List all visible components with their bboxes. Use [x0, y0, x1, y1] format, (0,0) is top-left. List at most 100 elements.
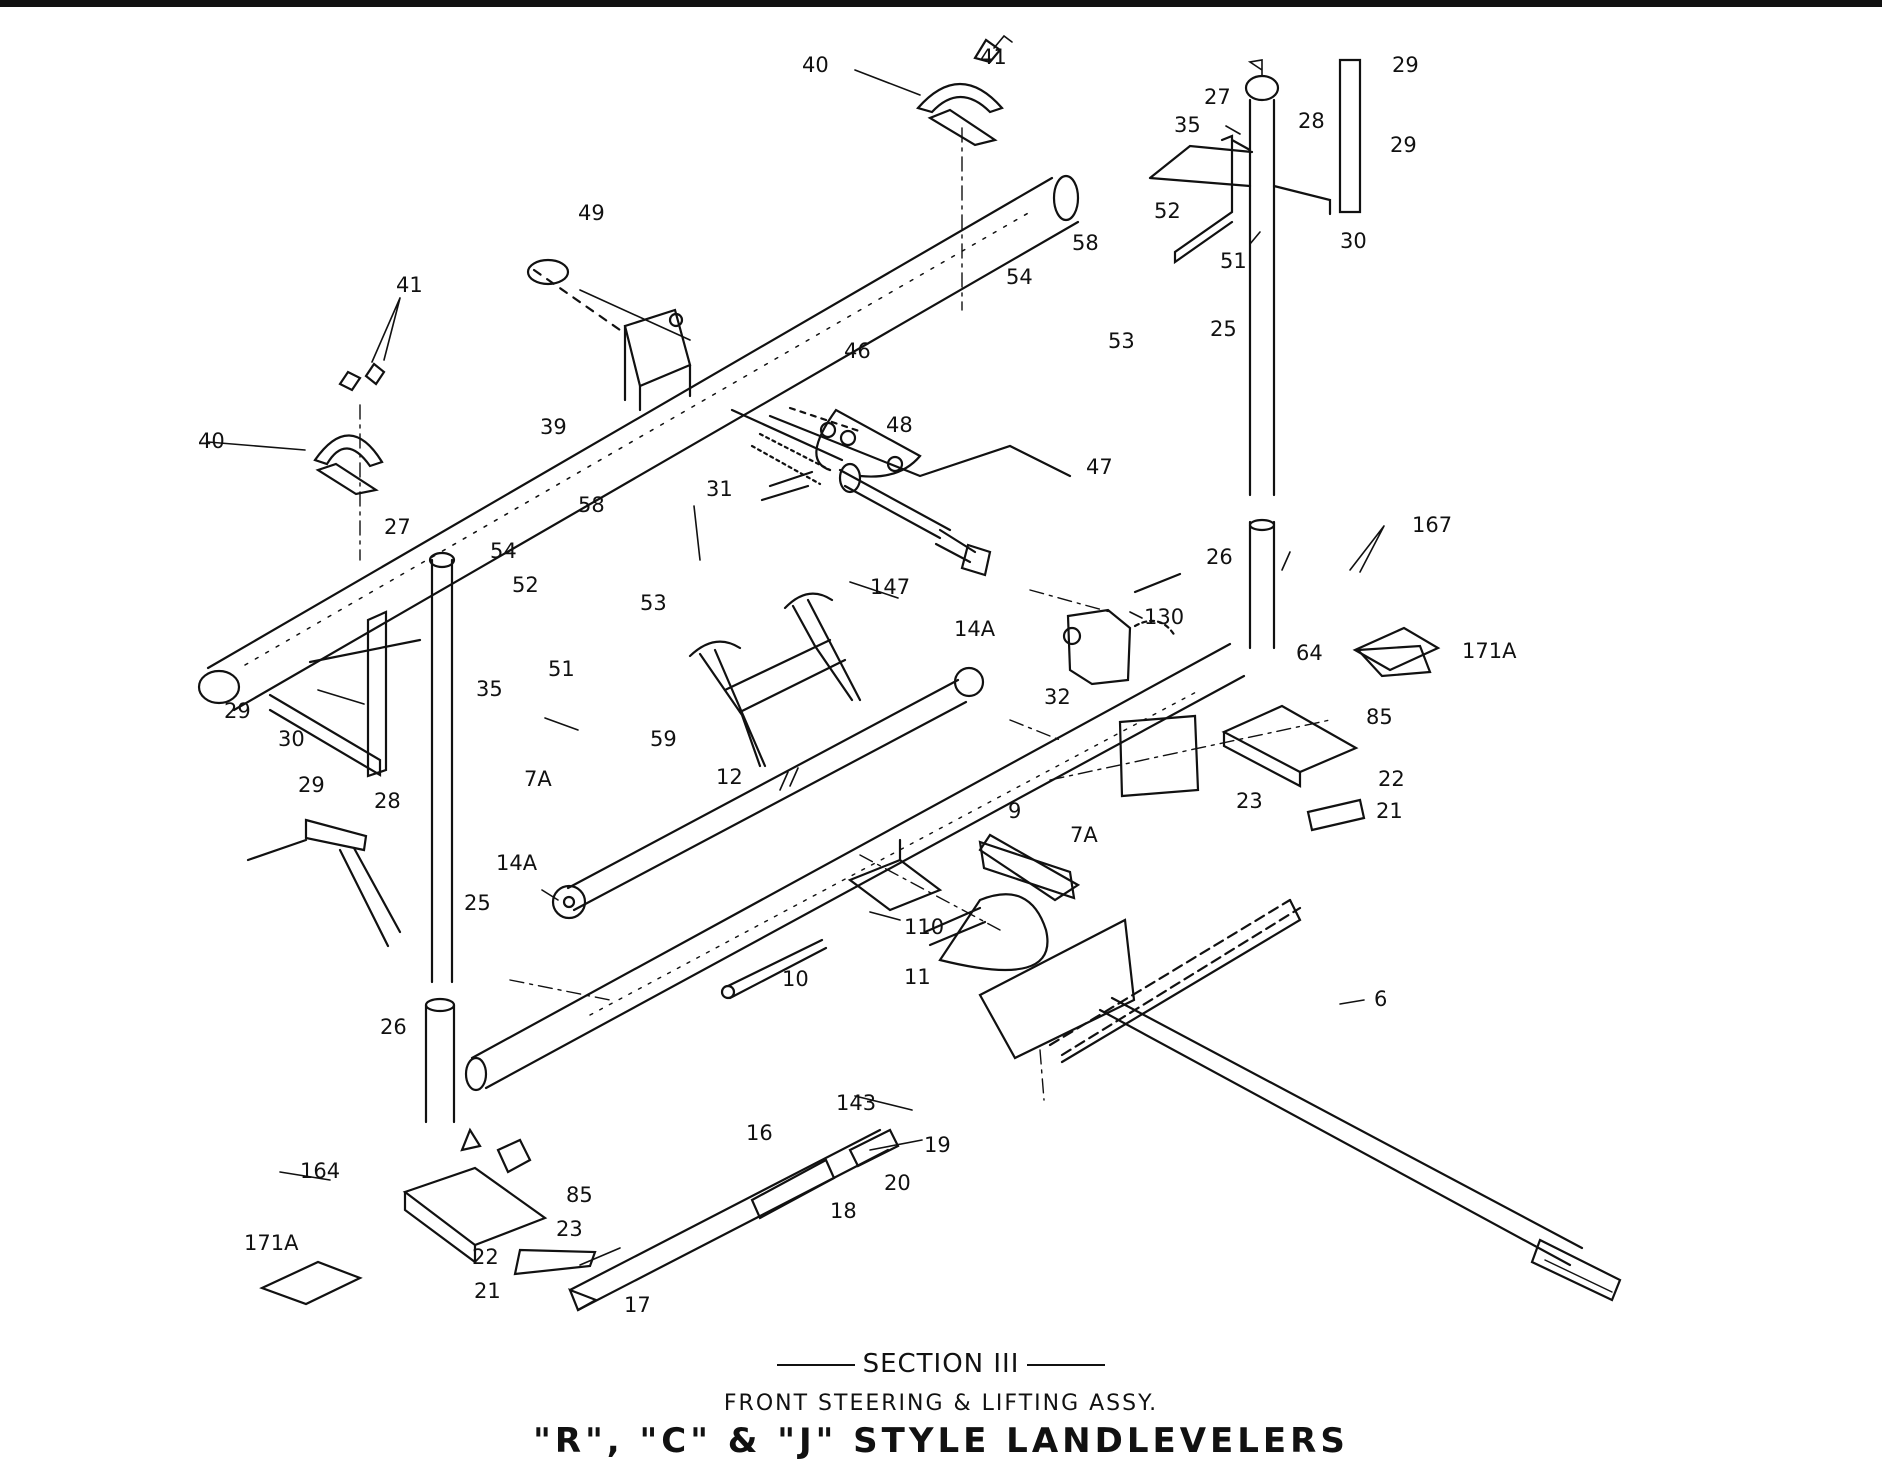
callout-29: 29 [1392, 53, 1419, 77]
linkage-rod [768, 406, 1072, 478]
callout-7a: 7A [524, 767, 552, 791]
callout-85: 85 [566, 1183, 593, 1207]
callout-26: 26 [1206, 545, 1233, 569]
callout-27: 27 [1204, 85, 1231, 109]
callout-49: 49 [578, 201, 605, 225]
turntable-plate [847, 833, 1081, 972]
callout-18: 18 [830, 1199, 857, 1223]
hydraulic-cylinder [730, 408, 992, 577]
callout-26: 26 [380, 1015, 407, 1039]
right-mount-plate [1221, 644, 1432, 832]
jack-stand [688, 592, 862, 768]
callout-147: 147 [870, 575, 910, 599]
saddle-clamp-left [313, 362, 386, 496]
callout-171a: 171A [1462, 639, 1517, 663]
callout-52: 52 [1154, 199, 1181, 223]
callout-51: 51 [548, 657, 575, 681]
callout-10: 10 [782, 967, 809, 991]
callout-54: 54 [490, 539, 517, 563]
callout-16: 16 [746, 1121, 773, 1145]
callout-40: 40 [802, 53, 829, 77]
callout-47: 47 [1086, 455, 1113, 479]
callout-28: 28 [374, 789, 401, 813]
right-post [1244, 74, 1280, 650]
callout-17: 17 [624, 1293, 651, 1317]
callout-52: 52 [512, 573, 539, 597]
callout-22: 22 [1378, 767, 1405, 791]
callout-19: 19 [924, 1133, 951, 1157]
callout-167: 167 [1412, 513, 1452, 537]
part-callouts: 40 41 29 27 28 35 29 52 30 58 51 49 54 5… [198, 45, 1517, 1317]
callout-41: 41 [980, 45, 1007, 69]
callout-30: 30 [278, 727, 305, 751]
spindle [720, 938, 828, 1000]
tie-rod [551, 666, 985, 920]
leader-lines [207, 69, 1385, 1266]
callout-58: 58 [578, 493, 605, 517]
callout-164: 164 [300, 1159, 340, 1183]
callout-29: 29 [298, 773, 325, 797]
left-post [424, 551, 456, 1124]
section-title: SECTION III [0, 1349, 1882, 1379]
callout-40: 40 [198, 429, 225, 453]
lower-axle-beam [464, 642, 1246, 1092]
side-plate [978, 714, 1200, 900]
construction-lines [359, 127, 1331, 1101]
callout-23: 23 [556, 1217, 583, 1241]
callout-9: 9 [1008, 799, 1021, 823]
upper-cross-tube [197, 174, 1080, 712]
bottom-mount-plate [402, 1127, 597, 1276]
support-bracket [1062, 572, 1182, 686]
center-arm-bracket [526, 258, 692, 412]
callout-35: 35 [476, 677, 503, 701]
bracket-171a [259, 626, 1441, 1306]
callout-22: 22 [472, 1245, 499, 1269]
callout-171a: 171A [244, 1231, 299, 1255]
callout-27: 27 [384, 515, 411, 539]
callout-32: 32 [1044, 685, 1071, 709]
callout-130: 130 [1144, 605, 1184, 629]
front-tongue [978, 898, 1622, 1302]
callout-35: 35 [1174, 113, 1201, 137]
callout-21: 21 [1376, 799, 1403, 823]
callout-14a: 14A [496, 851, 538, 875]
saddle-clamp-top [916, 34, 1013, 147]
top-border [0, 0, 1882, 7]
model-title: "R", "C" & "J" STYLE LANDLEVELERS [533, 1421, 1349, 1461]
callout-25: 25 [464, 891, 491, 915]
callout-25: 25 [1210, 317, 1237, 341]
callout-11: 11 [904, 965, 931, 989]
upper-right-frame [1148, 58, 1362, 265]
callout-29: 29 [1390, 133, 1417, 157]
callout-54: 54 [1006, 265, 1033, 289]
callout-23: 23 [1236, 789, 1263, 813]
callout-64: 64 [1296, 641, 1323, 665]
callout-85: 85 [1366, 705, 1393, 729]
left-side-frame [268, 610, 422, 778]
callout-59: 59 [650, 727, 677, 751]
callout-41: 41 [396, 273, 423, 297]
callout-58: 58 [1072, 231, 1099, 255]
callout-7a: 7A [1070, 823, 1098, 847]
callout-30: 30 [1340, 229, 1367, 253]
callout-31: 31 [706, 477, 733, 501]
callout-143: 143 [836, 1091, 876, 1115]
callout-53: 53 [1108, 329, 1135, 353]
callout-12: 12 [716, 765, 743, 789]
callout-110: 110 [904, 915, 944, 939]
callout-20: 20 [884, 1171, 911, 1195]
callout-21: 21 [474, 1279, 501, 1303]
callout-14a: 14A [954, 617, 996, 641]
callout-53: 53 [640, 591, 667, 615]
callout-29: 29 [224, 699, 251, 723]
lower-left-bracket [246, 818, 402, 948]
callout-46: 46 [844, 339, 871, 363]
callout-28: 28 [1298, 109, 1325, 133]
section-label: SECTION III [862, 1349, 1020, 1379]
assembly-subtitle: FRONT STEERING & LIFTING ASSY. [723, 1391, 1159, 1416]
callout-51: 51 [1220, 249, 1247, 273]
callout-6: 6 [1374, 987, 1387, 1011]
lower-drag-link [568, 1128, 900, 1312]
